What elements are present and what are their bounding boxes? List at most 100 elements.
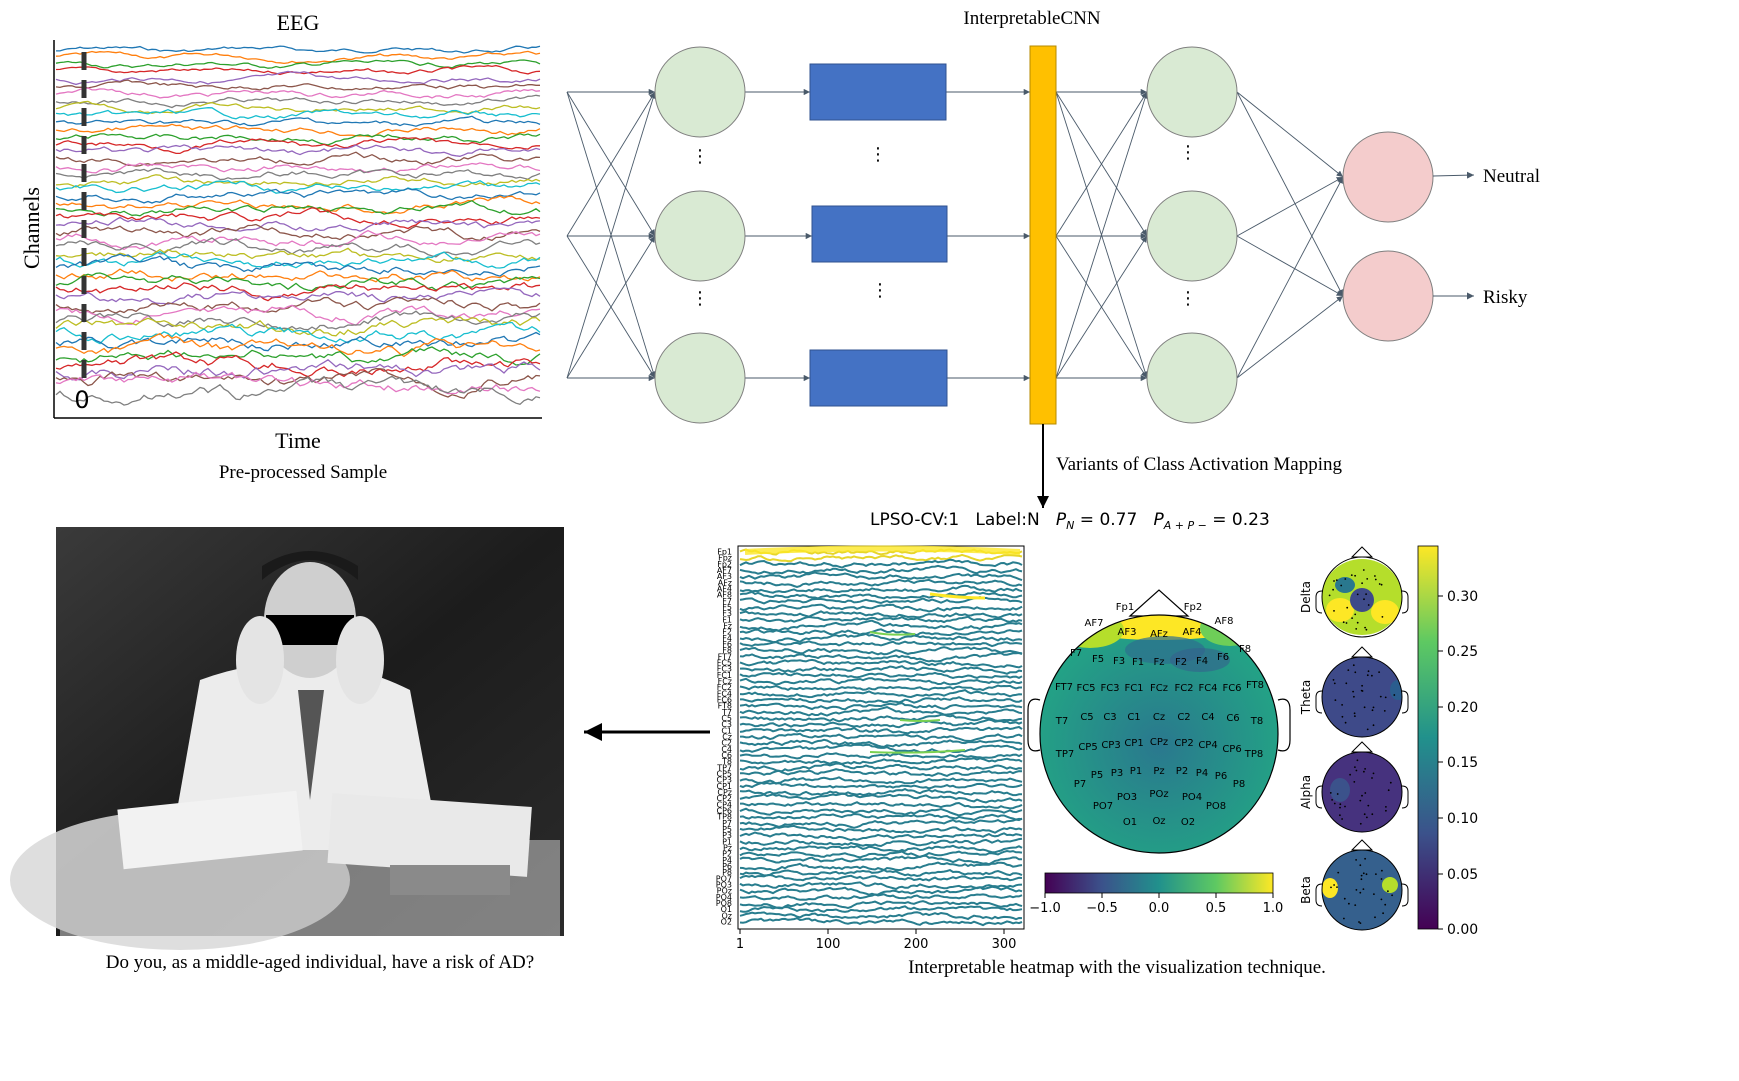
electrode-label: TP7 bbox=[1055, 749, 1075, 760]
eeg-trace bbox=[55, 64, 541, 76]
electrode-label: TP8 bbox=[1244, 749, 1264, 760]
channel-trace bbox=[739, 917, 1023, 927]
channel-label: F8 bbox=[722, 646, 732, 655]
electrode-label: FC3 bbox=[1100, 683, 1119, 694]
channel-label: CP6 bbox=[717, 807, 733, 816]
band-colorbar-ticks: 0.300.250.200.150.100.050.00 bbox=[1438, 589, 1478, 938]
channel-label: F1 bbox=[722, 615, 732, 624]
band-colorbar-tick: 0.05 bbox=[1447, 867, 1478, 883]
electrode-label: Oz bbox=[1152, 816, 1165, 827]
band-colorbar-tick: 0.15 bbox=[1447, 755, 1478, 771]
channel-trace bbox=[739, 640, 1023, 648]
channel-label: Fz bbox=[723, 622, 732, 631]
eeg-trace bbox=[55, 296, 541, 315]
dots-3: ⋮ bbox=[869, 144, 887, 165]
electrode-label: FT8 bbox=[1246, 680, 1264, 691]
channel-trace bbox=[739, 658, 1023, 669]
channel-trace bbox=[739, 671, 1023, 680]
band-label: Alpha bbox=[1299, 775, 1313, 809]
electrode-label: F8 bbox=[1239, 644, 1251, 655]
eeg-trace bbox=[55, 223, 541, 242]
channel-label: C2 bbox=[721, 739, 732, 748]
eeg-trace bbox=[55, 144, 541, 157]
channel-trace bbox=[739, 553, 1023, 563]
channel-label: T8 bbox=[721, 757, 732, 766]
eeg-trace bbox=[55, 199, 541, 217]
eeg-trace bbox=[55, 229, 541, 251]
channel-label: PO8 bbox=[716, 899, 732, 908]
photo-panel: Do you, as a middle-aged individual, hav… bbox=[10, 527, 564, 973]
edge bbox=[1055, 91, 1149, 379]
edge bbox=[1236, 176, 1344, 379]
channel-labels: Fp1FpzFp2AF7AF3AFzAF4AF8F7F5F3F1FzF2F4F6… bbox=[716, 548, 732, 927]
band-head-alpha: Alpha bbox=[1299, 741, 1409, 833]
channel-trace bbox=[739, 868, 1023, 878]
eeg-trace bbox=[55, 237, 541, 258]
channel-label: FC1 bbox=[717, 671, 732, 680]
channel-label: C6 bbox=[721, 751, 732, 760]
channel-trace bbox=[739, 564, 1023, 575]
channel-label: FC5 bbox=[717, 659, 732, 668]
channel-heatmap: Fp1FpzFp2AF7AF3AFzAF4AF8F7F5F3F1FzF2F4F6… bbox=[716, 545, 1025, 952]
edge bbox=[1055, 91, 1148, 237]
eeg-trace bbox=[55, 162, 541, 174]
input-node-1 bbox=[654, 46, 746, 138]
x-tick-label: 200 bbox=[904, 937, 929, 952]
electrode-label: PO7 bbox=[1093, 801, 1113, 812]
eeg-title: EEG bbox=[277, 10, 320, 35]
electrode-label: FC5 bbox=[1076, 683, 1095, 694]
channel-trace bbox=[739, 831, 1023, 842]
output-node-risky bbox=[1342, 250, 1434, 342]
eeg-trace bbox=[55, 359, 541, 381]
channel-label: FT8 bbox=[718, 702, 732, 711]
electrode-label: CP4 bbox=[1198, 740, 1217, 751]
band-colorbar bbox=[1417, 545, 1439, 930]
electrode-label: FC1 bbox=[1124, 683, 1143, 694]
channel-trace bbox=[739, 706, 1023, 717]
electrode-label: F1 bbox=[1132, 657, 1144, 668]
network-title: InterpretableCNN bbox=[963, 8, 1100, 29]
electrode-label: C5 bbox=[1080, 712, 1093, 723]
channel-trace bbox=[739, 752, 1023, 760]
channel-label: F2 bbox=[722, 628, 732, 637]
electrode-label: CP6 bbox=[1222, 744, 1241, 755]
network-diagram: InterpretableCNN ⋮ ⋮ ⋮ ⋮ ⋮ ⋮ Neutral Ris… bbox=[566, 8, 1540, 508]
channel-trace bbox=[739, 757, 1023, 765]
eeg-trace bbox=[55, 174, 541, 188]
colorbar-tick: −1.0 bbox=[1029, 901, 1061, 916]
band-colorbar-tick: 0.00 bbox=[1447, 922, 1478, 938]
channel-label: POz bbox=[717, 887, 732, 896]
band-head-beta: Beta bbox=[1299, 839, 1409, 931]
channel-trace bbox=[739, 571, 1023, 582]
electrode-label: FCz bbox=[1150, 683, 1168, 694]
channel-trace bbox=[739, 873, 1023, 882]
colorbar-tick: −0.5 bbox=[1086, 901, 1118, 916]
output-node-neutral bbox=[1342, 131, 1434, 223]
eeg-x-label: Time bbox=[275, 428, 321, 453]
channel-label: P5 bbox=[722, 825, 732, 834]
channel-trace bbox=[739, 807, 1023, 817]
x-tick-label: 100 bbox=[816, 937, 841, 952]
cam-label: Variants of Class Activation Mapping bbox=[1056, 454, 1343, 475]
electrode-label: CP2 bbox=[1174, 738, 1193, 749]
eeg-trace bbox=[55, 207, 541, 230]
eeg-trace bbox=[55, 331, 541, 352]
channel-label: Oz bbox=[722, 911, 733, 920]
eeg-trace bbox=[55, 253, 541, 277]
channel-label: F4 bbox=[722, 634, 732, 643]
channel-label: FC4 bbox=[717, 689, 732, 698]
zero-label: 0 bbox=[74, 386, 89, 414]
eeg-trace bbox=[55, 94, 541, 109]
electrode-label: AF3 bbox=[1118, 627, 1137, 638]
channel-label: C3 bbox=[721, 720, 732, 729]
electrode-label: T8 bbox=[1250, 716, 1263, 727]
channel-trace bbox=[739, 590, 1023, 600]
channel-trace bbox=[740, 768, 1023, 777]
electrode-label: Fp1 bbox=[1116, 602, 1134, 613]
eeg-trace bbox=[55, 123, 541, 138]
channel-trace bbox=[739, 885, 1023, 896]
channel-trace bbox=[739, 824, 1023, 834]
